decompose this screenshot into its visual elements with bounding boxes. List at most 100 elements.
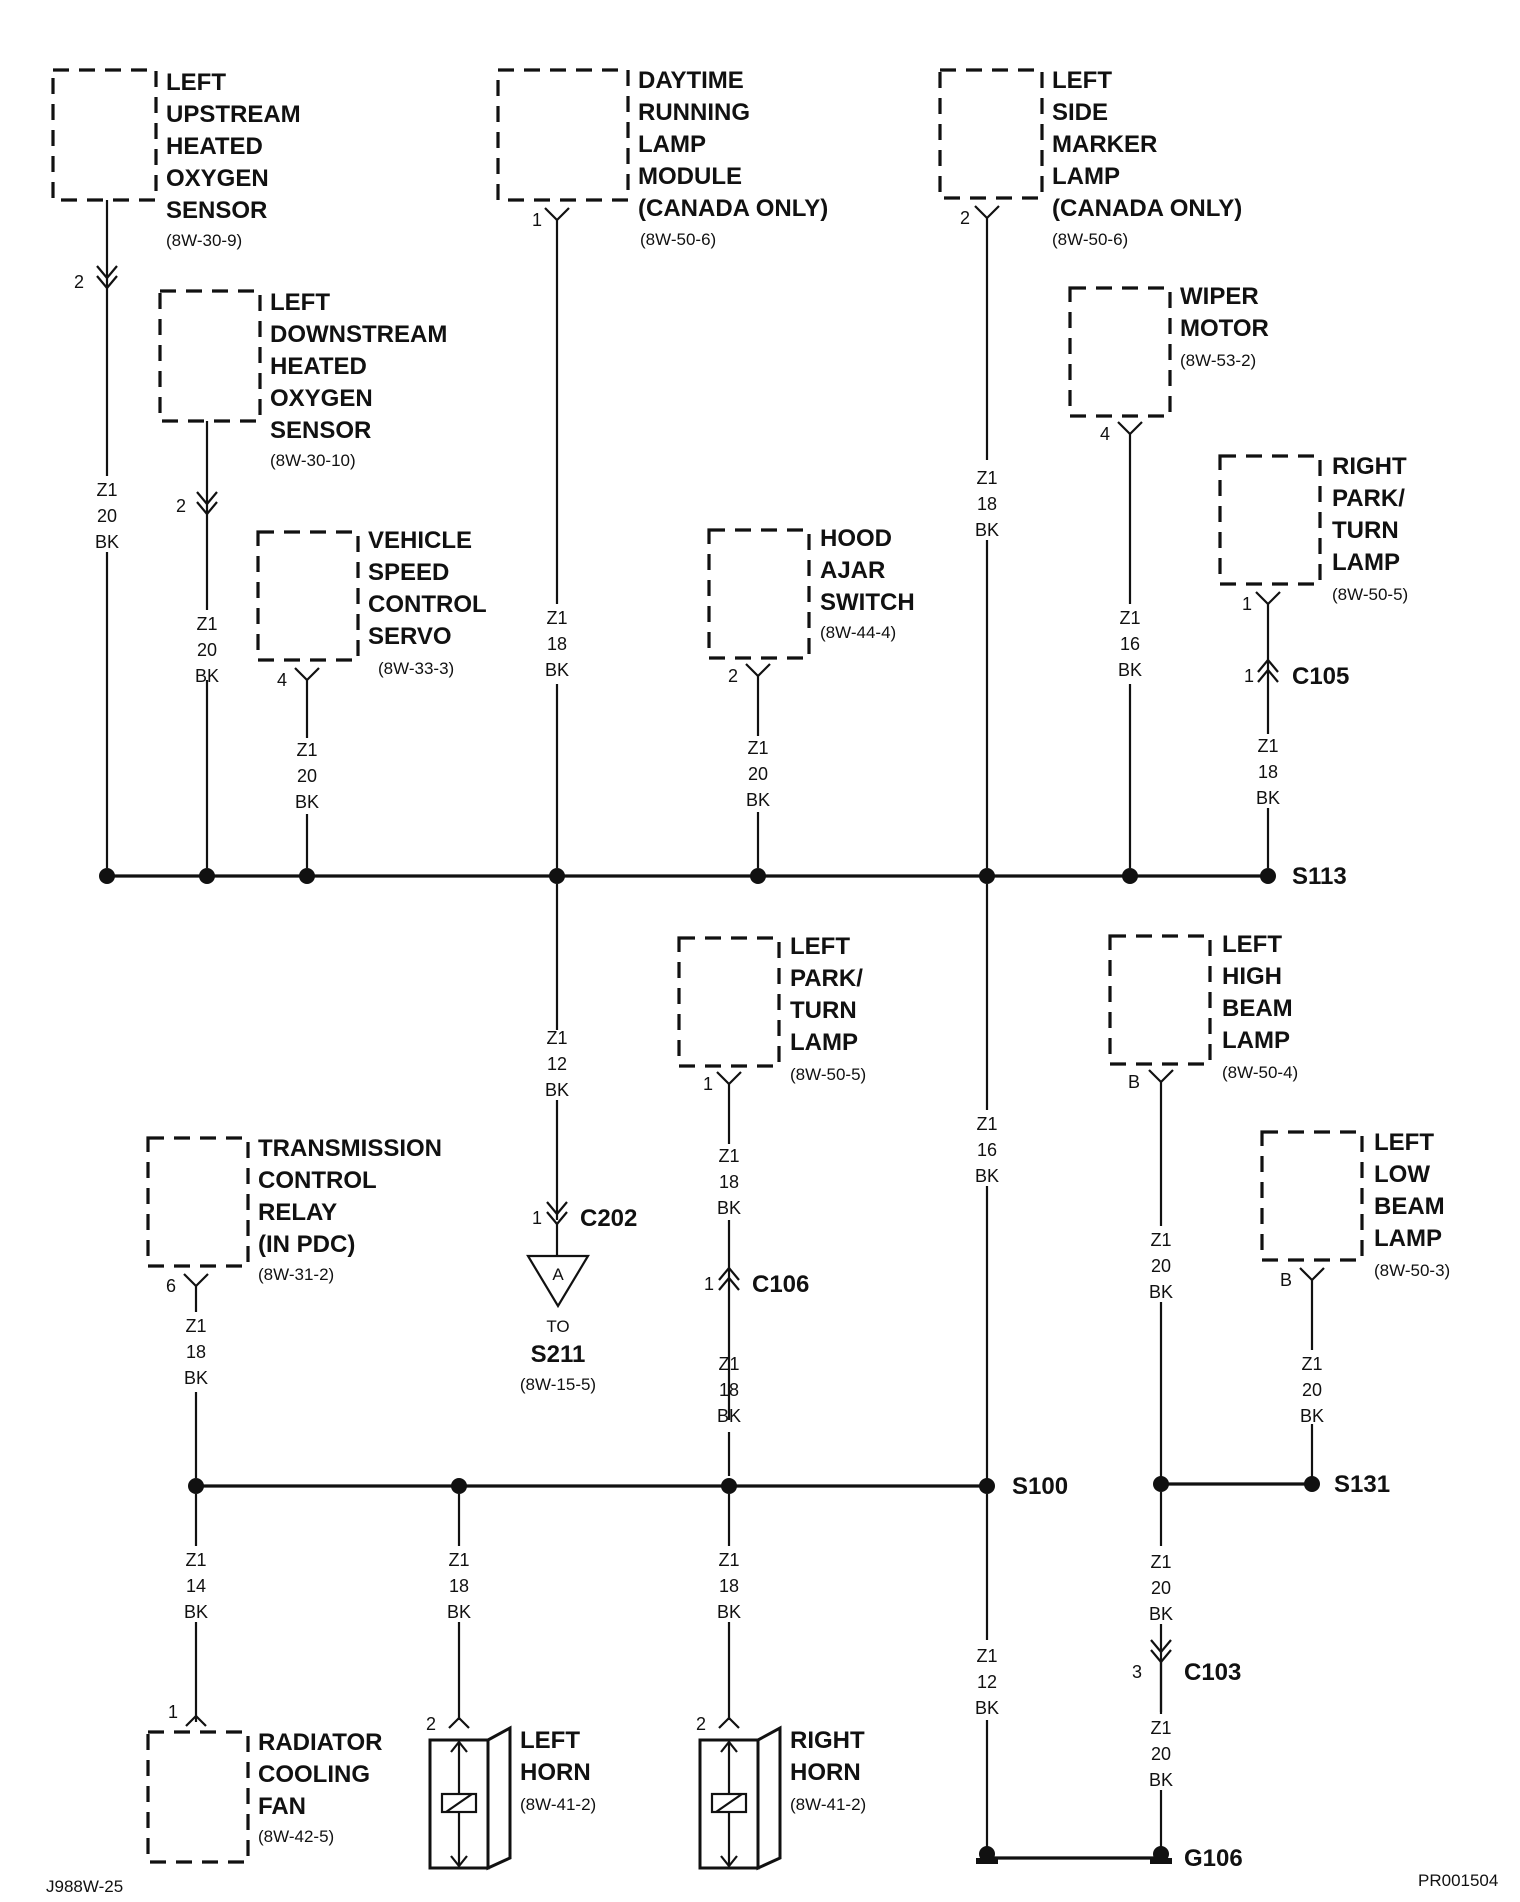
connector-c105-symbol — [1257, 658, 1279, 683]
pin-receptacle — [974, 205, 1000, 220]
svg-text:BK: BK — [1118, 660, 1142, 680]
svg-text:Z1: Z1 — [546, 1028, 567, 1048]
connector-c106-label: C106 — [752, 1271, 809, 1298]
left-downstream-o2-sensor: LEFT DOWNSTREAM HEATED OXYGEN SENSOR (8W… — [158, 289, 447, 470]
svg-text:BK: BK — [975, 1166, 999, 1186]
pin-receptacle — [1148, 1069, 1174, 1084]
svg-text:Z1: Z1 — [1301, 1354, 1322, 1374]
svg-text:LAMP: LAMP — [638, 131, 706, 158]
svg-text:Z1: Z1 — [196, 614, 217, 634]
svg-text:BK: BK — [1149, 1604, 1173, 1624]
svg-text:Z1: Z1 — [1150, 1552, 1171, 1572]
svg-text:Z1: Z1 — [747, 738, 768, 758]
svg-text:18: 18 — [977, 494, 997, 514]
svg-text:LAMP: LAMP — [1052, 163, 1120, 190]
svg-text:1: 1 — [1244, 666, 1254, 686]
svg-text:BK: BK — [975, 1698, 999, 1718]
left-low-beam-lamp: LEFT LOW BEAM LAMP (8W-50-3) — [1260, 1129, 1450, 1280]
svg-text:Z1: Z1 — [976, 468, 997, 488]
svg-text:BK: BK — [1256, 788, 1280, 808]
svg-text:G106: G106 — [1184, 1845, 1243, 1872]
pin-receptacle — [1299, 1267, 1325, 1282]
svg-text:LAMP: LAMP — [1222, 1027, 1290, 1054]
svg-text:Z1: Z1 — [718, 1550, 739, 1570]
svg-text:Z1: Z1 — [185, 1550, 206, 1570]
svg-text:LAMP: LAMP — [790, 1029, 858, 1056]
connector-symbol-pin-2 — [96, 265, 118, 290]
svg-text:4: 4 — [277, 670, 287, 690]
svg-text:BK: BK — [717, 1602, 741, 1622]
svg-text:HEATED: HEATED — [166, 133, 263, 160]
pin-receptacle — [716, 1071, 742, 1086]
svg-text:BEAM: BEAM — [1374, 1193, 1445, 1220]
svg-text:(8W-50-5): (8W-50-5) — [1332, 585, 1408, 604]
svg-text:(CANADA ONLY): (CANADA ONLY) — [1052, 195, 1242, 222]
svg-text:1: 1 — [168, 1702, 178, 1722]
svg-text:1: 1 — [704, 1274, 714, 1294]
svg-text:1: 1 — [532, 1208, 542, 1228]
svg-text:B: B — [1128, 1072, 1140, 1092]
svg-text:MARKER: MARKER — [1052, 131, 1157, 158]
svg-text:(8W-50-6): (8W-50-6) — [1052, 230, 1128, 249]
svg-text:SPEED: SPEED — [368, 559, 449, 586]
svg-text:VEHICLE: VEHICLE — [368, 527, 472, 554]
svg-text:CONTROL: CONTROL — [258, 1167, 377, 1194]
svg-text:RELAY: RELAY — [258, 1199, 337, 1226]
svg-text:RIGHT: RIGHT — [790, 1727, 865, 1754]
svg-text:18: 18 — [547, 634, 567, 654]
svg-text:Z1: Z1 — [976, 1114, 997, 1134]
left-park-turn-lamp: LEFT PARK/ TURN LAMP (8W-50-5) — [677, 933, 866, 1084]
svg-text:2: 2 — [960, 208, 970, 228]
svg-text:(8W-30-10): (8W-30-10) — [270, 451, 356, 470]
svg-text:BK: BK — [545, 660, 569, 680]
svg-text:Z1: Z1 — [718, 1354, 739, 1374]
svg-text:OXYGEN: OXYGEN — [270, 385, 373, 412]
svg-text:1: 1 — [703, 1074, 713, 1094]
svg-text:LAMP: LAMP — [1332, 549, 1400, 576]
svg-text:HOOD: HOOD — [820, 525, 892, 552]
svg-text:TO: TO — [546, 1317, 569, 1336]
svg-text:20: 20 — [197, 640, 217, 660]
svg-text:4: 4 — [1100, 424, 1110, 444]
svg-text:14: 14 — [186, 1576, 206, 1596]
svg-text:CONTROL: CONTROL — [368, 591, 487, 618]
svg-text:Z1: Z1 — [448, 1550, 469, 1570]
svg-text:2: 2 — [74, 272, 84, 292]
svg-text:BK: BK — [717, 1406, 741, 1426]
radiator-cooling-fan: RADIATOR COOLING FAN (8W-42-5) — [146, 1729, 382, 1864]
svg-text:AJAR: AJAR — [820, 557, 885, 584]
svg-text:MODULE: MODULE — [638, 163, 742, 190]
svg-text:LEFT: LEFT — [1374, 1129, 1434, 1156]
svg-text:BK: BK — [1300, 1406, 1324, 1426]
svg-text:WIPER: WIPER — [1180, 283, 1259, 310]
svg-text:TURN: TURN — [790, 997, 857, 1024]
right-park-turn-lamp: RIGHT PARK/ TURN LAMP (8W-50-5) — [1218, 453, 1408, 604]
svg-text:Z1: Z1 — [1257, 736, 1278, 756]
svg-text:S211: S211 — [531, 1341, 586, 1368]
svg-text:(8W-44-4): (8W-44-4) — [820, 623, 896, 642]
svg-text:HORN: HORN — [790, 1759, 861, 1786]
svg-text:12: 12 — [547, 1054, 567, 1074]
svg-text:3: 3 — [1132, 1662, 1142, 1682]
svg-text:DAYTIME: DAYTIME — [638, 67, 744, 94]
svg-text:Z1: Z1 — [718, 1146, 739, 1166]
svg-text:BK: BK — [195, 666, 219, 686]
connector-c202-label: C202 — [580, 1205, 637, 1232]
svg-text:B: B — [1280, 1270, 1292, 1290]
svg-text:1: 1 — [1242, 594, 1252, 614]
svg-text:1: 1 — [532, 210, 542, 230]
lower-bus-junctions — [188, 1478, 995, 1494]
svg-text:18: 18 — [719, 1172, 739, 1192]
left-high-beam-lamp: LEFT HIGH BEAM LAMP (8W-50-4) — [1108, 931, 1298, 1082]
pin-plug — [448, 1716, 470, 1729]
pin-receptacle — [1255, 591, 1281, 606]
svg-text:Z1: Z1 — [296, 740, 317, 760]
svg-text:COOLING: COOLING — [258, 1761, 370, 1788]
pin-receptacle — [544, 207, 570, 222]
svg-text:20: 20 — [97, 506, 117, 526]
svg-text:PARK/: PARK/ — [1332, 485, 1405, 512]
svg-text:18: 18 — [449, 1576, 469, 1596]
splice-s100-label: S100 — [1012, 1473, 1068, 1500]
offpage-connector-a: A TO S211 (8W-15-5) — [520, 1254, 596, 1394]
